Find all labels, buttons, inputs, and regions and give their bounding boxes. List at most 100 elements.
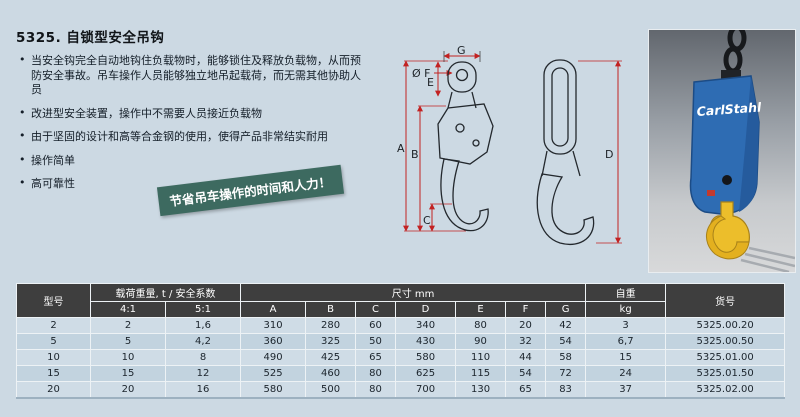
feature-item: 改进型安全装置，操作中不需要人员接近负载物 xyxy=(18,106,366,122)
table-cell: 625 xyxy=(395,365,457,382)
table-cell: 700 xyxy=(395,381,457,398)
table-cell: 2 xyxy=(90,317,166,334)
feature-item: 高可靠性 xyxy=(18,176,366,192)
table-cell: 280 xyxy=(305,317,357,334)
feature-list: 当安全钩完全自动地钩住负载物时，能够锁住及释放负载物，从而预防安全事故。吊车操作… xyxy=(18,53,366,201)
table-cell: 8 xyxy=(164,349,242,366)
feature-item: 操作简单 xyxy=(18,153,366,169)
technical-diagram: G Ø F E A B C D xyxy=(394,44,646,276)
table-cell: 500 xyxy=(305,381,357,398)
dim-label-c: C xyxy=(423,214,431,227)
table-cell: 5325.00.20 xyxy=(665,317,786,334)
col-header-ratio-41: 4:1 xyxy=(90,301,166,318)
table-cell: 425 xyxy=(305,349,357,366)
table-cell: 20 xyxy=(16,381,91,398)
dim-label-d: D xyxy=(605,148,613,161)
spec-table: 型号 载荷重量, t / 安全系数 尺寸 mm 自重 货号 4:1 5:1 A … xyxy=(16,283,786,399)
clamp-body-shade xyxy=(739,76,759,212)
table-cell: 5 xyxy=(16,333,91,350)
product-photo-image: CarlStahl xyxy=(649,24,796,274)
table-cell: 5325.01.50 xyxy=(665,365,786,382)
table-cell: 83 xyxy=(545,381,587,398)
table-cell: 54 xyxy=(505,365,547,382)
spec-table-header: 型号 载荷重量, t / 安全系数 尺寸 mm 自重 货号 4:1 5:1 A … xyxy=(16,283,786,318)
table-cell: 90 xyxy=(455,333,507,350)
col-header-dim-c: C xyxy=(355,301,397,318)
table-cell: 80 xyxy=(355,381,397,398)
table-cell: 16 xyxy=(164,381,242,398)
table-cell: 80 xyxy=(355,365,397,382)
table-cell: 5325.01.00 xyxy=(665,349,786,366)
col-header-sku: 货号 xyxy=(665,283,786,318)
col-header-weight: 自重 xyxy=(585,283,667,302)
table-cell: 5325.02.00 xyxy=(665,381,786,398)
table-cell: 80 xyxy=(455,317,507,334)
table-cell: 60 xyxy=(355,317,397,334)
table-cell: 12 xyxy=(164,365,242,382)
feature-item: 由于坚固的设计和高等合金钢的使用，使得产品非常结实耐用 xyxy=(18,129,366,145)
table-cell: 65 xyxy=(355,349,397,366)
col-header-dim-b: B xyxy=(305,301,357,318)
table-cell: 42 xyxy=(545,317,587,334)
col-header-ratio-51: 5:1 xyxy=(164,301,242,318)
table-cell: 1,6 xyxy=(164,317,242,334)
table-cell: 10 xyxy=(90,349,166,366)
dim-label-g: G xyxy=(457,46,466,57)
table-cell: 6,7 xyxy=(585,333,667,350)
yellow-hook-curve xyxy=(706,215,750,260)
table-cell: 5325.00.50 xyxy=(665,333,786,350)
table-cell: 430 xyxy=(395,333,457,350)
table-cell: 525 xyxy=(240,365,307,382)
col-header-dim-f: F xyxy=(505,301,547,318)
col-header-dim-a: A xyxy=(240,301,307,318)
table-cell: 340 xyxy=(395,317,457,334)
product-photo: CarlStahl xyxy=(648,24,796,274)
table-cell: 54 xyxy=(545,333,587,350)
wire-rope xyxy=(740,246,796,274)
table-cell: 10 xyxy=(16,349,91,366)
table-cell: 580 xyxy=(240,381,307,398)
col-header-load-group: 载荷重量, t / 安全系数 xyxy=(89,283,242,302)
diagram-svg: G Ø F E A B C D xyxy=(397,44,622,245)
dim-label-f: Ø F xyxy=(412,67,430,80)
table-cell: 130 xyxy=(455,381,507,398)
table-cell: 490 xyxy=(240,349,307,366)
table-cell: 2 xyxy=(16,317,91,334)
table-cell: 4,2 xyxy=(164,333,242,350)
col-header-dim-e: E xyxy=(455,301,507,318)
table-cell: 65 xyxy=(505,381,547,398)
table-cell: 24 xyxy=(585,365,667,382)
col-header-weight-unit: kg xyxy=(585,301,667,318)
table-cell: 460 xyxy=(305,365,357,382)
table-cell: 325 xyxy=(305,333,357,350)
table-cell: 110 xyxy=(455,349,507,366)
table-cell: 20 xyxy=(90,381,166,398)
table-cell: 58 xyxy=(545,349,587,366)
red-mark xyxy=(707,190,715,196)
dim-label-a: A xyxy=(397,142,405,155)
table-cell: 72 xyxy=(545,365,587,382)
dim-label-b: B xyxy=(411,148,419,161)
brand-logo: CarlStahl xyxy=(696,99,762,119)
table-cell: 115 xyxy=(455,365,507,382)
feature-item: 当安全钩完全自动地钩住负载物时，能够锁住及释放负载物，从而预防安全事故。吊车操作… xyxy=(18,53,366,98)
table-cell: 3 xyxy=(585,317,667,334)
col-header-dim-g: G xyxy=(545,301,587,318)
col-header-dims-group: 尺寸 mm xyxy=(240,283,587,302)
table-cell: 15 xyxy=(585,349,667,366)
col-header-dim-d: D xyxy=(395,301,457,318)
table-cell: 20 xyxy=(505,317,547,334)
dim-label-e: E xyxy=(427,76,434,89)
table-cell: 44 xyxy=(505,349,547,366)
col-header-model: 型号 xyxy=(16,283,91,318)
pivot-hole xyxy=(722,175,732,185)
table-cell: 15 xyxy=(90,365,166,382)
table-cell: 310 xyxy=(240,317,307,334)
